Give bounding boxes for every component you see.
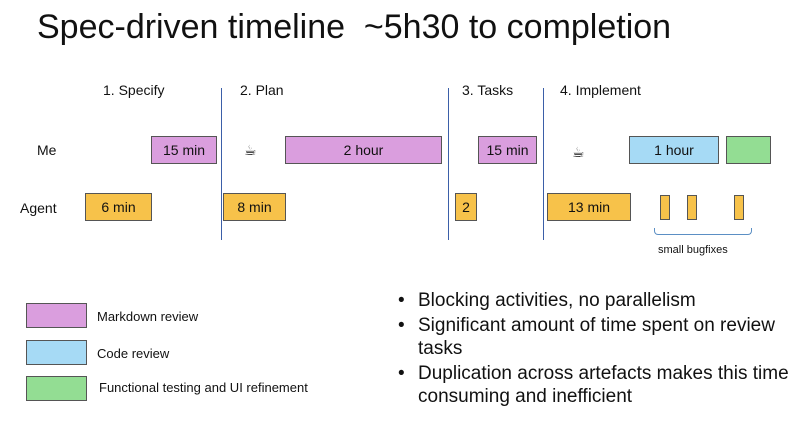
agent-bugfix-block	[734, 195, 744, 220]
coffee-icon: ☕	[572, 144, 585, 160]
me-block-code-review: 1 hour	[629, 136, 719, 164]
phase-divider	[543, 88, 544, 240]
legend-swatch-functional-testing	[26, 376, 87, 401]
row-label-agent: Agent	[20, 200, 57, 216]
bullet-list: Blocking activities, no parallelism Sign…	[398, 289, 793, 410]
agent-block-plan: 8 min	[223, 193, 286, 221]
agent-bugfix-block	[660, 195, 670, 220]
legend-label-functional-testing: Functional testing and UI refinement	[99, 380, 308, 395]
agent-block-implement: 13 min	[547, 193, 631, 221]
phase-plan: 2. Plan	[240, 82, 284, 98]
agent-bugfix-block	[687, 195, 697, 220]
legend-swatch-markdown-review	[26, 303, 87, 328]
bullet-item: Duplication across artefacts makes this …	[398, 362, 793, 408]
me-block-plan-review: 2 hour	[285, 136, 442, 164]
bugfix-bracket	[654, 228, 752, 235]
phase-tasks: 3. Tasks	[462, 82, 514, 98]
bullet-item: Significant amount of time spent on revi…	[398, 314, 793, 360]
bugfix-annotation: small bugfixes	[658, 244, 728, 256]
phase-implement: 4. Implement	[560, 82, 641, 98]
me-block-specify-review: 15 min	[151, 136, 217, 164]
phase-divider	[221, 88, 222, 240]
agent-block-specify: 6 min	[85, 193, 152, 221]
bullet-item: Blocking activities, no parallelism	[398, 289, 793, 312]
legend-swatch-code-review	[26, 340, 87, 365]
row-label-me: Me	[37, 142, 57, 158]
agent-block-tasks: 2	[455, 193, 477, 221]
me-block-tasks-review: 15 min	[478, 136, 537, 164]
slide-title: Spec-driven timeline ~5h30 to completion	[37, 8, 672, 46]
me-block-functional-testing	[726, 136, 771, 164]
legend-label-code-review: Code review	[97, 346, 170, 361]
coffee-icon: ☕	[244, 142, 257, 158]
phase-divider	[448, 88, 449, 240]
legend-label-markdown-review: Markdown review	[97, 309, 199, 324]
phase-specify: 1. Specify	[103, 82, 165, 98]
